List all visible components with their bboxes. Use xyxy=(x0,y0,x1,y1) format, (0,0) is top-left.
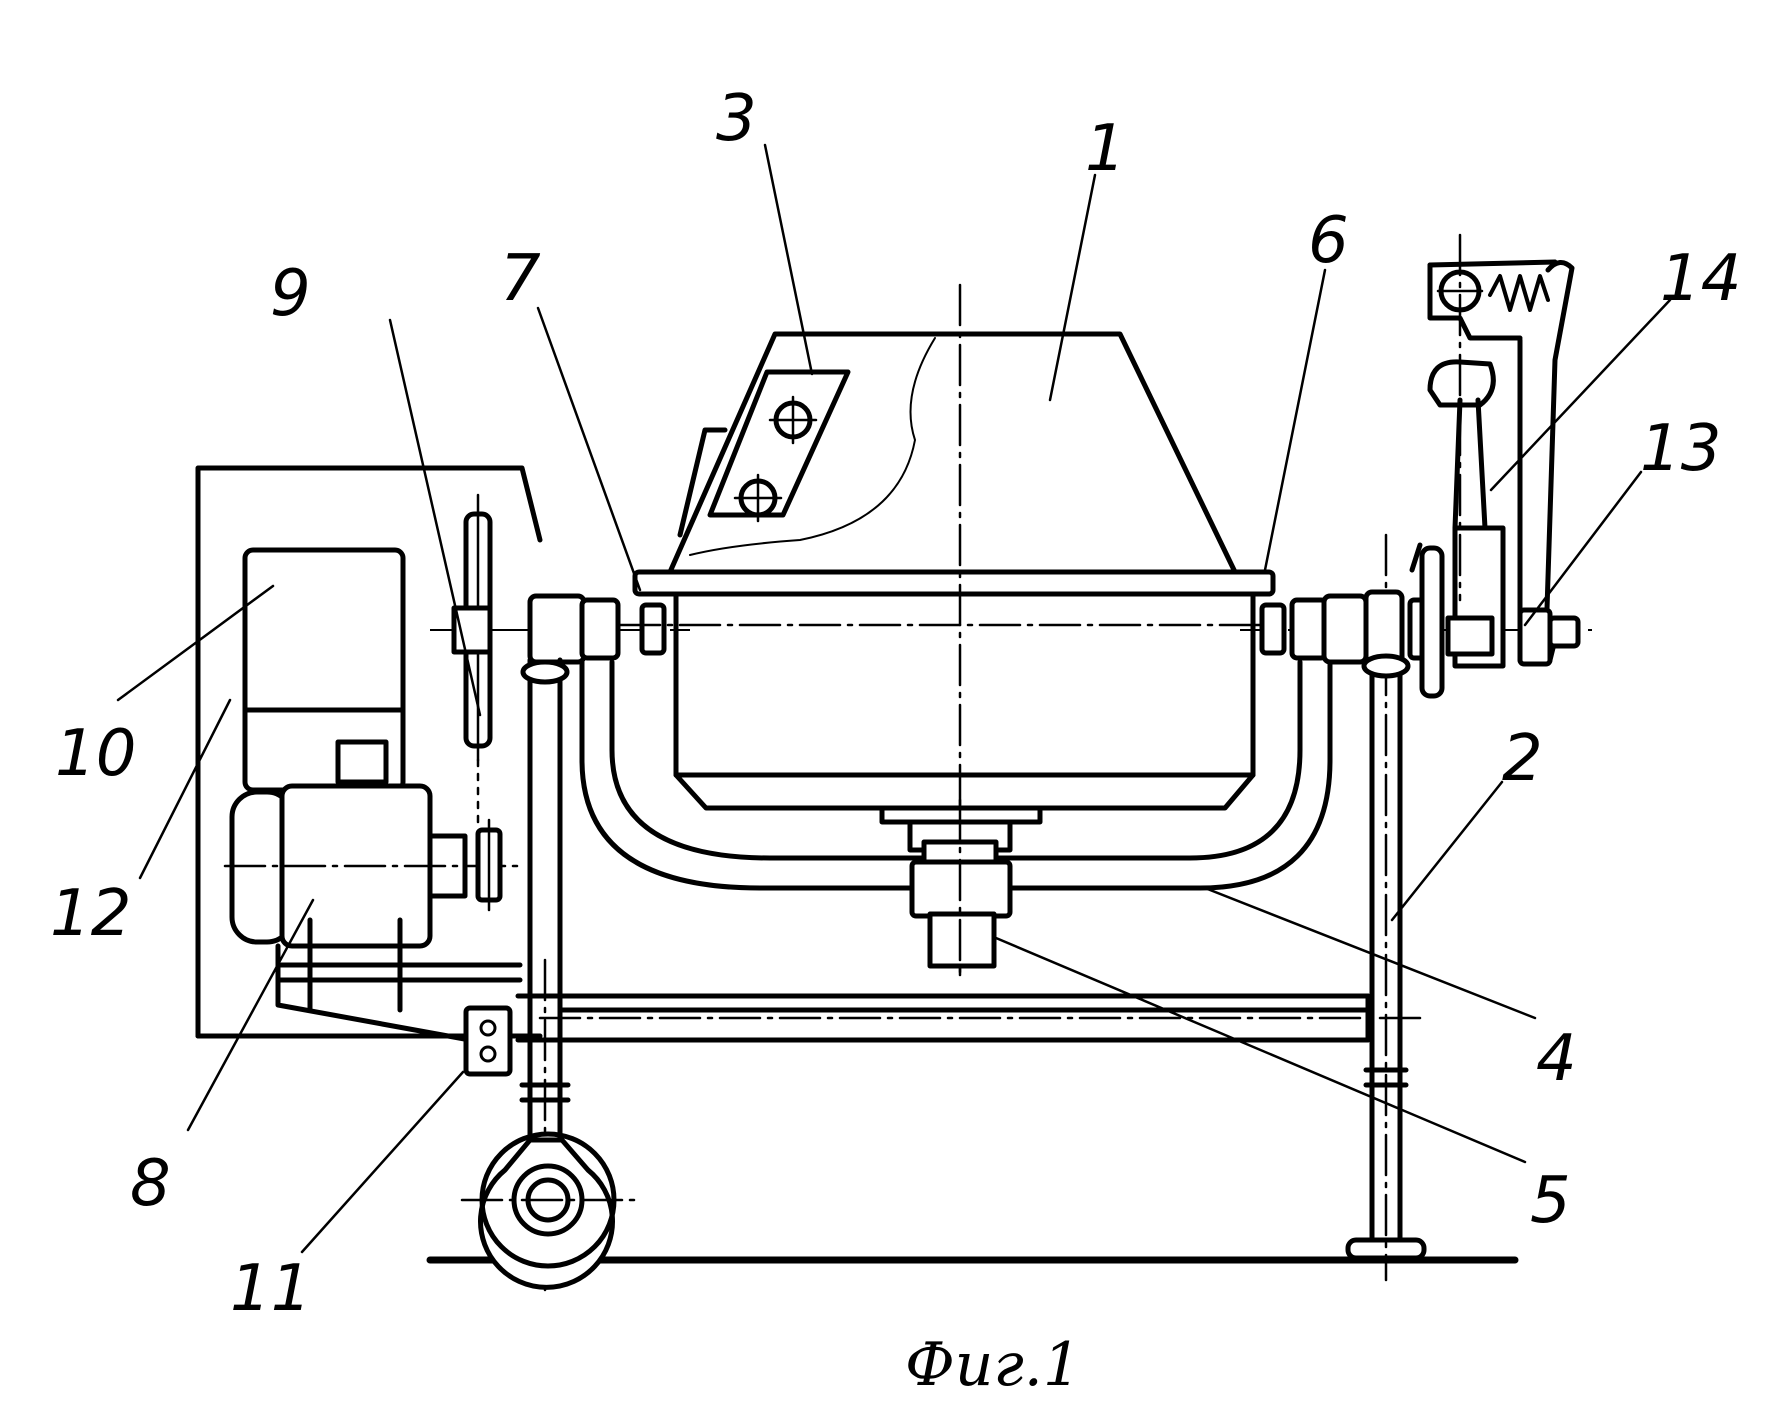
cradle xyxy=(579,659,1333,891)
label-8: 8 xyxy=(130,1147,171,1221)
label-1: 1 xyxy=(1085,112,1126,186)
label-3: 3 xyxy=(716,82,757,156)
label-12: 12 xyxy=(50,877,131,951)
label-13: 13 xyxy=(1640,412,1721,486)
label-4: 4 xyxy=(1536,1022,1577,1096)
label-5: 5 xyxy=(1530,1164,1571,1238)
electric-motor xyxy=(223,783,522,1013)
part-labels: 1 2 3 4 5 6 7 8 9 10 11 12 13 14 xyxy=(50,82,1741,1326)
gearbox xyxy=(242,547,406,793)
label-6: 6 xyxy=(1308,204,1349,278)
leader-lines xyxy=(116,143,1672,1254)
switch-box xyxy=(463,1005,513,1077)
tilt-mechanism xyxy=(1409,233,1581,699)
label-10: 10 xyxy=(55,717,136,791)
mixing-blades xyxy=(677,369,851,538)
label-2: 2 xyxy=(1502,722,1543,796)
label-9: 9 xyxy=(270,257,311,331)
label-7: 7 xyxy=(500,242,541,316)
bottom-hub xyxy=(879,798,1043,982)
label-11: 11 xyxy=(230,1252,311,1326)
figure-caption: Фиг.1 xyxy=(905,1330,1081,1400)
frame-bar xyxy=(515,993,1422,1043)
left-shaft xyxy=(430,593,690,665)
label-14: 14 xyxy=(1660,242,1741,316)
large-pulley xyxy=(463,493,493,832)
wheel xyxy=(460,1131,638,1290)
